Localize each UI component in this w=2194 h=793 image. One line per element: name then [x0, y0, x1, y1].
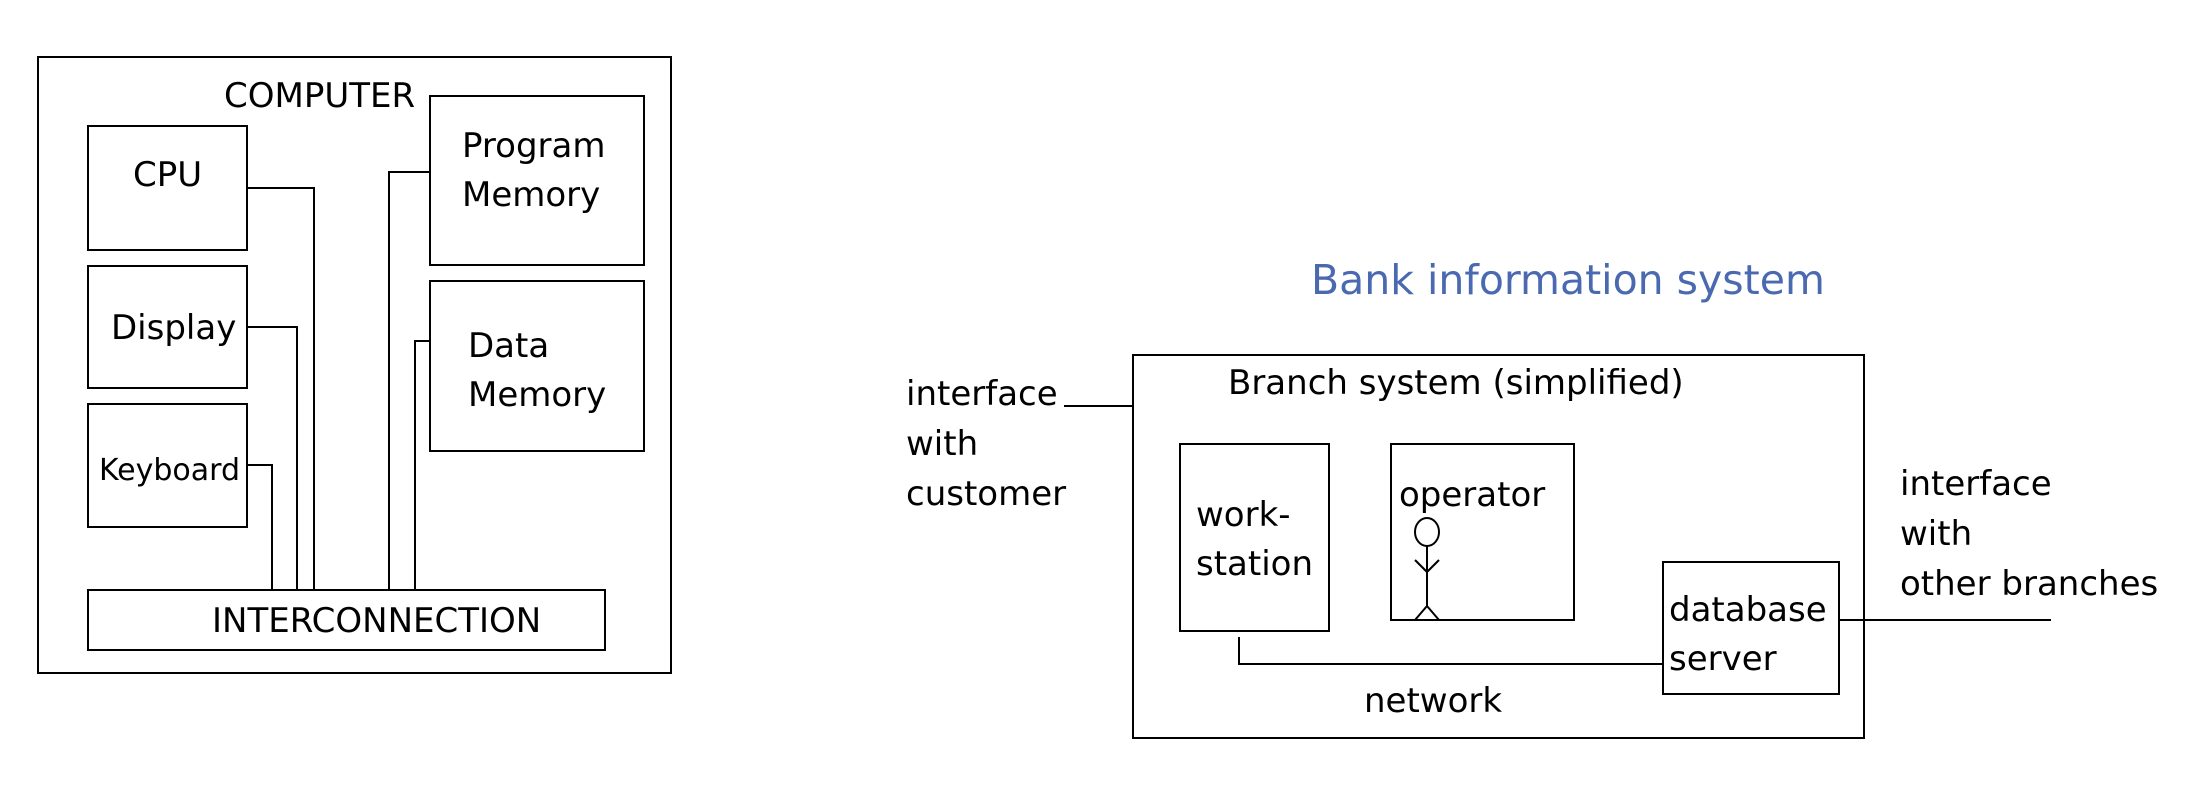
keyboard-box [87, 403, 248, 528]
workstation-label-line2: station [1196, 544, 1313, 584]
branches-interface-line3: other branches [1900, 564, 2158, 604]
stick-figure-icon [1414, 517, 1440, 621]
interconnection-box [87, 589, 606, 651]
network-line [1238, 637, 1663, 665]
keyboard-wire [247, 464, 273, 590]
database-server-label-line2: server [1669, 639, 1777, 679]
program-memory-label-line2: Memory [462, 175, 600, 215]
operator-label: operator [1399, 475, 1545, 515]
program-memory-box [429, 95, 645, 266]
computer-title: COMPUTER [224, 76, 415, 116]
branch-system-title: Branch system (simplified) [1228, 363, 1684, 403]
bank-diagram: Bank information system Branch system (s… [906, 256, 2158, 739]
display-wire [247, 326, 298, 590]
stick-figure-arm-right [1426, 559, 1440, 573]
branches-interface-line1: interface [1900, 464, 2052, 504]
network-label: network [1364, 681, 1502, 721]
workstation-label-line1: work- [1196, 495, 1291, 535]
computer-title-bg [218, 72, 423, 116]
stick-figure-leg-right [1426, 605, 1440, 621]
display-box [87, 265, 248, 389]
bank-title: Bank information system [1311, 256, 1825, 304]
computer-diagram: COMPUTER CPU Display Keyboard Program Me… [37, 56, 672, 674]
branches-interface-line2: with [1900, 514, 1972, 554]
workstation-box [1179, 443, 1330, 632]
data-memory-box [429, 280, 645, 452]
database-server-box [1662, 561, 1840, 695]
customer-interface-line3: customer [906, 474, 1066, 514]
program-memory-label-line1: Program [462, 126, 605, 166]
customer-interface-line1: interface [906, 374, 1058, 414]
cpu-wire [247, 187, 315, 590]
customer-interface-line2: with [906, 424, 978, 464]
stick-figure-arm-left [1414, 559, 1428, 573]
interconnection-label: INTERCONNECTION [212, 601, 541, 641]
display-label: Display [111, 308, 236, 348]
data-memory-label-line1: Data [468, 326, 549, 366]
program-memory-wire [388, 171, 430, 590]
keyboard-label: Keyboard [99, 453, 240, 488]
data-memory-label-line2: Memory [468, 375, 606, 415]
operator-box [1390, 443, 1575, 621]
data-memory-wire [414, 340, 430, 590]
cpu-label: CPU [133, 155, 202, 195]
stick-figure-leg-left [1414, 605, 1428, 621]
database-server-label-line1: database [1669, 590, 1827, 630]
cpu-box [87, 125, 248, 251]
